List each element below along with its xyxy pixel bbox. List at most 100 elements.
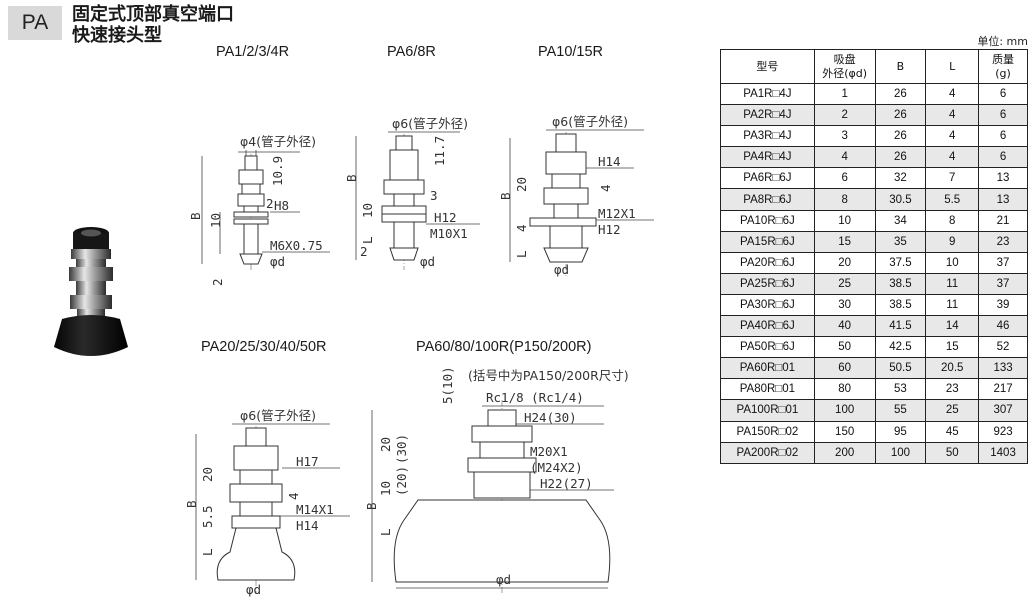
drawing-pa6-8: φ6(管子外径) 11.7 3 10 B L 2 H12 M10X1 φd (344, 116, 480, 270)
table-cell: 40 (813, 315, 876, 338)
table-cell: PA4R□4J (720, 146, 815, 169)
table-cell: 4 (925, 82, 980, 106)
table-cell: PA200R□02 (720, 441, 815, 464)
table-cell: 35 (874, 230, 927, 253)
d5-dim-b: B (364, 502, 379, 510)
table-cell: 42.5 (874, 336, 927, 359)
table-cell: 11 (925, 293, 980, 317)
table-cell: 6 (813, 167, 876, 190)
table-cell: 41.5 (874, 315, 927, 338)
d1-dim-10-9: 10.9 (270, 156, 285, 186)
d5-dim-rc: Rc1/8 (Rc1/4) (486, 390, 584, 405)
table-cell: PA6R□6J (720, 167, 815, 190)
d4-pipe: φ6(管子外径) (240, 408, 316, 423)
d4-dim-thread: M14X1 (296, 502, 334, 517)
d2-dim-10: 10 (360, 203, 375, 218)
table-cell: 3 (813, 125, 876, 148)
d2-dim-2: 2 (360, 244, 368, 259)
d3-dim-4b: 4 (598, 184, 613, 192)
table-cell: PA80R□01 (720, 378, 815, 401)
d2-dim-3: 3 (430, 188, 438, 203)
table-cell: PA20R□6J (720, 251, 815, 274)
col-header-mass: 质量 (g) (978, 49, 1028, 84)
d3-dim-20: 20 (514, 177, 529, 192)
table-cell: 307 (978, 399, 1028, 422)
table-cell: PA1R□4J (720, 82, 815, 106)
table-cell: 25 (813, 272, 876, 295)
table-cell: PA10R□6J (720, 209, 815, 232)
d3-dim-phid: φd (554, 262, 569, 277)
table-cell: 7 (925, 167, 980, 190)
table-cell: 9 (925, 230, 980, 253)
table-cell: PA8R□6J (720, 188, 815, 211)
drawing-pa60-200: (括号中为PA150/200R尺寸) 5(10) Rc1/8 (Rc1/4) H… (364, 366, 629, 594)
table-cell: 6 (978, 104, 1028, 127)
table-cell: 4 (925, 125, 980, 148)
table-cell: 37 (978, 251, 1028, 274)
d5-dim-5-10: 5(10) (440, 366, 455, 404)
table-cell: 217 (978, 378, 1028, 401)
table-cell: 39 (978, 293, 1028, 317)
table-cell: 200 (813, 441, 876, 464)
table-cell: 923 (978, 420, 1028, 443)
table-cell: 26 (874, 82, 927, 106)
table-cell: 133 (978, 357, 1028, 380)
page-title: 固定式顶部真空端口 快速接头型 (72, 4, 234, 46)
d1-dim-b: B (188, 212, 203, 220)
d3-dim-h12: H12 (598, 222, 621, 237)
table-cell: 20 (813, 251, 876, 274)
table-cell: 30.5 (874, 188, 927, 211)
d4-dim-b: B (184, 500, 199, 508)
table-cell: 5.5 (925, 188, 980, 211)
table-cell: 30 (813, 293, 876, 317)
table-cell: PA15R□6J (720, 230, 815, 253)
table-cell: PA150R□02 (720, 420, 815, 443)
d1-dim-2b: 2 (210, 278, 225, 286)
d4-dim-4: 4 (286, 492, 301, 500)
table-cell: 46 (978, 315, 1028, 338)
d2-dim-l: L (360, 236, 375, 244)
d4-dim-20: 20 (200, 467, 215, 482)
d2-dim-thread: M10X1 (430, 226, 468, 241)
table-cell: 55 (874, 399, 927, 422)
d1-dim-phid: φd (270, 254, 285, 269)
col-header-b: B (874, 49, 927, 84)
d2-dim-b: B (344, 174, 359, 182)
table-cell: PA3R□4J (720, 125, 815, 148)
table-cell: PA30R□6J (720, 293, 815, 317)
table-cell: 50 (813, 336, 876, 359)
d5-dim-thread-alt: (M24X2) (530, 460, 583, 475)
d3-dim-h14: H14 (598, 154, 621, 169)
table-cell: 6 (978, 82, 1028, 106)
table-cell: 32 (874, 167, 927, 190)
table-cell: 1 (813, 82, 876, 106)
table-cell: PA50R□6J (720, 336, 815, 359)
table-cell: 26 (874, 104, 927, 127)
d5-dim-thread: M20X1 (530, 444, 568, 459)
d5-dim-20: 20 (378, 437, 393, 452)
d1-dim-10: 10 (208, 213, 223, 228)
drawing-label-pa10-15: PA10/15R (538, 44, 604, 60)
d2-dim-phid: φd (420, 254, 435, 269)
table-cell: 38.5 (874, 293, 927, 317)
table-cell: 15 (813, 230, 876, 253)
table-cell: 21 (978, 209, 1028, 232)
d2-dim-11-7: 11.7 (432, 136, 447, 166)
title-line-2: 快速接头型 (72, 25, 162, 46)
table-cell: PA100R□01 (720, 399, 815, 422)
d5-dim-20-alt: (20) (394, 466, 409, 496)
d5-note: (括号中为PA150/200R尺寸) (468, 368, 629, 383)
table-cell: 23 (925, 378, 980, 401)
table-cell: 100 (813, 399, 876, 422)
d5-dim-h24: H24(30) (524, 410, 577, 425)
